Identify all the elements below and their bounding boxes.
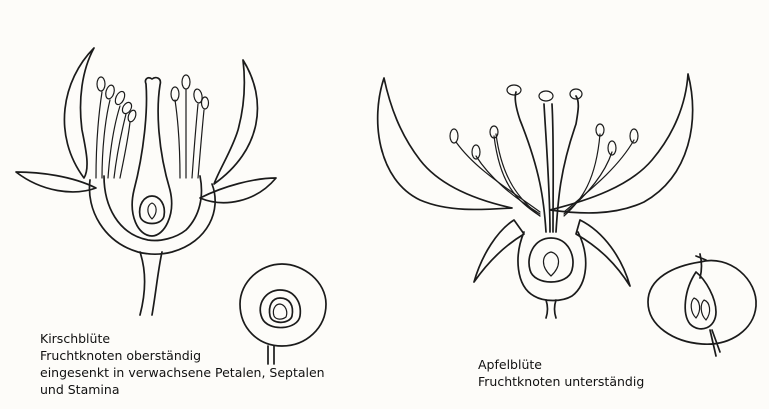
- cherry-inner-cup: [104, 176, 201, 241]
- cherry-left-petal: [16, 172, 96, 192]
- cherry-caption-line-2: Fruchtknoten oberständig: [40, 347, 325, 364]
- apple-stamens-right: [564, 124, 638, 216]
- apple-fruit-section: [648, 254, 756, 356]
- cherry-right-petal: [200, 178, 276, 203]
- apple-blossom-section: [378, 74, 756, 356]
- cherry-pistil: [132, 78, 171, 236]
- cherry-blossom-section: [16, 48, 326, 364]
- cherry-caption-line-4: und Stamina: [40, 381, 325, 398]
- apple-caption-line-2: Fruchtknoten unterständig: [478, 373, 644, 390]
- cherry-left-sepal: [64, 48, 94, 178]
- cherry-caption-title: Kirschblüte: [40, 330, 325, 347]
- apple-left-sepal: [474, 220, 524, 282]
- apple-left-petal: [378, 78, 512, 210]
- cherry-ovule: [148, 203, 156, 219]
- cherry-stamens-left: [96, 77, 137, 178]
- apple-stalk: [546, 300, 556, 318]
- cherry-stalk: [140, 252, 162, 315]
- cherry-caption: Kirschblüte Fruchtknoten oberständig ein…: [40, 330, 325, 398]
- cherry-right-sepal: [214, 60, 257, 184]
- cherry-stamens-right: [171, 75, 209, 178]
- apple-ovary-body: [518, 232, 586, 301]
- apple-ovule: [543, 252, 558, 276]
- apple-caption-title: Apfelblüte: [478, 356, 644, 373]
- apple-caption: Apfelblüte Fruchtknoten unterständig: [478, 356, 644, 390]
- apple-right-petal: [550, 74, 693, 213]
- cherry-caption-line-3: eingesenkt in verwachsene Petalen, Septa…: [40, 364, 325, 381]
